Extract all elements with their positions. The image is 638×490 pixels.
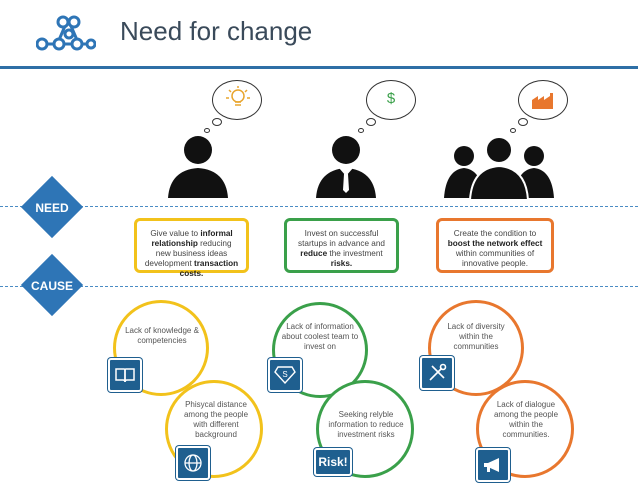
risk-badge: Risk! <box>314 448 352 476</box>
svg-text:S: S <box>282 370 287 379</box>
globe-icon <box>176 446 210 480</box>
megaphone-icon <box>476 448 510 482</box>
superhero-shield-icon: S <box>268 358 302 392</box>
need-divider <box>0 206 638 207</box>
person-icon <box>168 136 228 198</box>
dollar-icon: $ <box>386 90 396 107</box>
need-box-network: Create the condition to boost the networ… <box>436 218 554 273</box>
tools-icon <box>420 356 454 390</box>
page-title: Need for change <box>120 16 313 46</box>
factory-icon <box>532 93 553 109</box>
cause-divider <box>0 286 638 287</box>
cause-text-distance: Phisycal distance among the people with … <box>183 400 249 439</box>
header-rule <box>0 66 638 69</box>
cause-text-risk: Seeking relyble information to reduce in… <box>328 410 404 439</box>
cause-label: CAUSE <box>30 279 73 293</box>
book-icon <box>108 358 142 392</box>
cause-text-diversity: Lack of diversity within the communities <box>447 322 505 351</box>
cause-text-knowledge: Lack of knowledge & competencies <box>125 326 199 345</box>
businessman-icon <box>316 136 376 198</box>
need-box-informal: Give value to informal relationship redu… <box>134 218 249 278</box>
cause-circle-distance <box>165 380 263 478</box>
group-of-people-icon <box>444 136 554 201</box>
cause-text-information: Lack of information about coolest team t… <box>281 322 359 351</box>
need-label: NEED <box>35 201 69 215</box>
need-box-invest: Invest on successful startups in advance… <box>284 218 399 273</box>
molecule-logo-icon <box>36 15 96 51</box>
cause-text-dialogue: Lack of dialogue among the people within… <box>493 400 559 439</box>
lightbulb-icon <box>226 86 250 106</box>
